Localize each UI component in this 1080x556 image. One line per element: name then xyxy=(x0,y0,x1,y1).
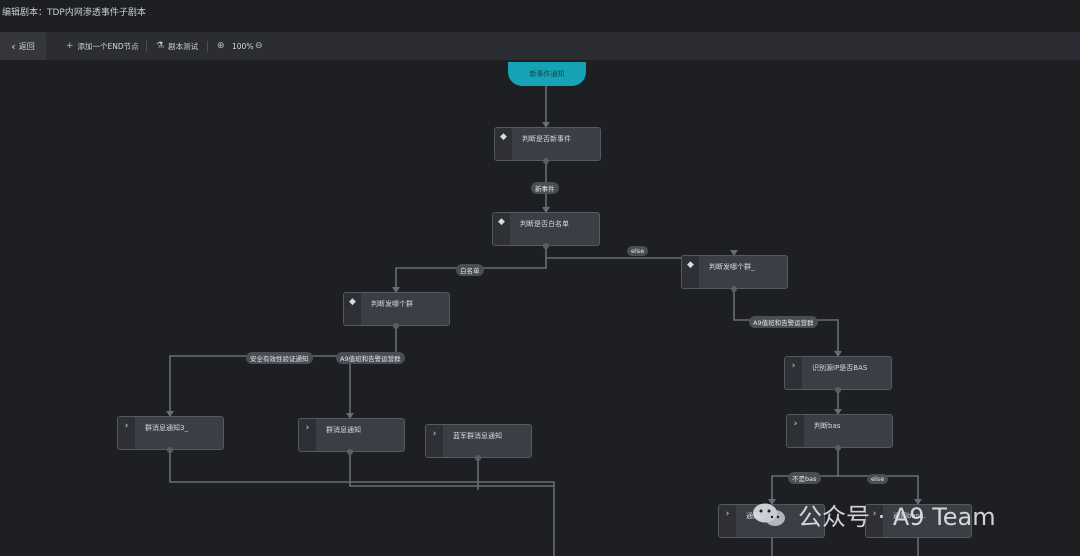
toolbar-divider xyxy=(207,41,208,52)
zoom-in-button[interactable]: ⊕ xyxy=(217,32,229,60)
output-port[interactable] xyxy=(731,286,737,292)
edge-label: 不是bas xyxy=(788,472,821,484)
action-icon: › xyxy=(785,357,802,389)
flow-node-blue-team-notify[interactable]: › 蓝军群消息通知 xyxy=(425,424,532,458)
node-label: 蓝军群消息通知 xyxy=(453,432,502,440)
output-port[interactable] xyxy=(835,445,841,451)
plus-icon: + xyxy=(66,41,74,51)
node-label: 判断是否新事件 xyxy=(522,135,571,143)
decision-icon: ◆ xyxy=(493,213,510,245)
script-test-button[interactable]: ⚗ 剧本测试 xyxy=(156,32,198,60)
edge-label: 白名单 xyxy=(456,264,484,276)
action-icon: › xyxy=(299,419,316,451)
node-label: 群消息通知3_ xyxy=(145,424,188,432)
zoom-level: 100% xyxy=(232,41,254,51)
node-label: 群消息通知 xyxy=(326,426,361,434)
output-port[interactable] xyxy=(167,447,173,453)
add-end-node-button[interactable]: + 添加一个END节点 xyxy=(66,32,139,60)
add-end-label: 添加一个END节点 xyxy=(77,41,139,51)
flow-node-which-group-2[interactable]: ◆ 判断发哪个群_ xyxy=(681,255,788,289)
output-port[interactable] xyxy=(475,455,481,461)
edge-label: A9值班和告警运营群 xyxy=(749,316,818,328)
zoom-in-icon: ⊕ xyxy=(217,41,225,51)
test-icon: ⚗ xyxy=(156,41,165,51)
node-label: 通知bas... xyxy=(893,512,927,520)
edge-label: else xyxy=(867,474,889,484)
output-port[interactable] xyxy=(835,387,841,393)
decision-icon: ◆ xyxy=(682,256,699,288)
decision-icon: ◆ xyxy=(495,128,512,160)
flow-node-group-notify-3[interactable]: › 群消息通知3_ xyxy=(117,416,224,450)
flow-node-check-new-event[interactable]: ◆ 判断是否新事件 xyxy=(494,127,601,161)
output-port[interactable] xyxy=(543,243,549,249)
decision-icon: ◆ xyxy=(344,293,361,325)
script-test-label: 剧本测试 xyxy=(168,41,199,51)
action-icon: › xyxy=(866,505,883,537)
toolbar-divider xyxy=(146,41,147,52)
flow-node-check-whitelist[interactable]: ◆ 判断是否白名单 xyxy=(492,212,600,246)
node-label: 判断发哪个群 xyxy=(371,300,413,308)
back-button[interactable]: ‹ 返回 xyxy=(0,32,46,60)
flow-node-notify-right[interactable]: › 通知bas... xyxy=(865,504,972,538)
edge-label: 新事件 xyxy=(531,182,559,194)
action-icon: › xyxy=(118,417,135,449)
watermark-text: 公众号 · A9 Team xyxy=(798,503,996,531)
flow-node-which-group[interactable]: ◆ 判断发哪个群 xyxy=(343,292,450,326)
chevron-left-icon: ‹ xyxy=(11,39,16,53)
wechat-icon xyxy=(752,502,786,528)
watermark: 公众号 · A9 Team xyxy=(752,497,996,532)
output-port[interactable] xyxy=(393,323,399,329)
back-label: 返回 xyxy=(18,41,35,51)
flow-node-group-notify[interactable]: › 群消息通知 xyxy=(298,418,405,452)
edge-label: else xyxy=(627,246,649,256)
zoom-out-button[interactable]: ⊖ xyxy=(255,32,267,60)
page-title: 编辑剧本：TDP内网渗透事件子剧本 xyxy=(2,8,146,18)
node-label: 识别源IP是否BAS xyxy=(812,364,868,372)
output-port[interactable] xyxy=(543,158,549,164)
action-icon: › xyxy=(719,505,736,537)
edge-label: A9值班和告警运营群 xyxy=(336,352,405,364)
action-icon: › xyxy=(787,415,804,447)
start-node[interactable]: 新事件通知 xyxy=(508,62,586,86)
flow-node-check-bas[interactable]: › 判断bas xyxy=(786,414,893,448)
flow-node-detect-bas-ip[interactable]: › 识别源IP是否BAS xyxy=(784,356,892,390)
action-icon: › xyxy=(426,425,443,457)
node-label: 判断发哪个群_ xyxy=(709,263,755,271)
node-label: 判断是否白名单 xyxy=(520,220,569,228)
edge-label: 安全有效性验证通知 xyxy=(246,352,313,364)
node-label: 判断bas xyxy=(814,422,841,430)
zoom-out-icon: ⊖ xyxy=(255,41,263,51)
toolbar: ‹ 返回 + 添加一个END节点 ⚗ 剧本测试 ⊕ 100% ⊖ xyxy=(0,32,1080,60)
output-port[interactable] xyxy=(347,449,353,455)
